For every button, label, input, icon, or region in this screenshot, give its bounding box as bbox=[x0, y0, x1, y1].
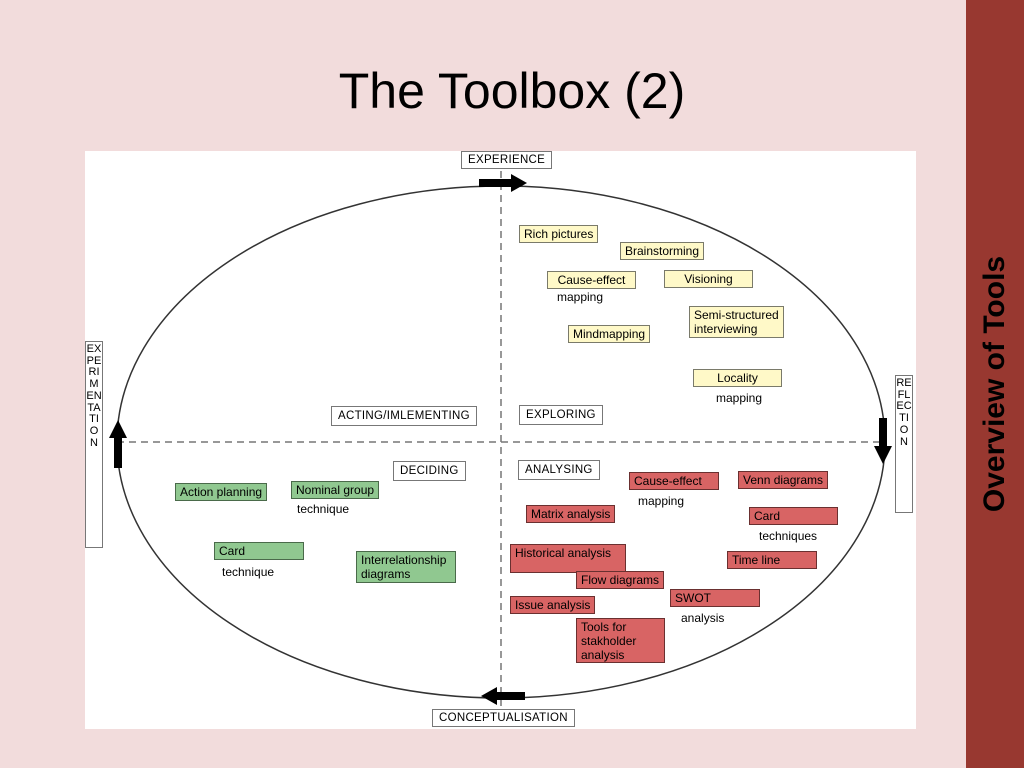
tool-historical-analysis: Historical analysis bbox=[510, 544, 626, 573]
tool-flow-diagrams: Flow diagrams bbox=[576, 571, 665, 589]
arrow-right-icon bbox=[479, 174, 527, 192]
tool-swot: SWOT bbox=[670, 589, 760, 607]
tool-locality: Locality bbox=[693, 369, 782, 387]
tool-semi-structured: Semi-structured interviewing bbox=[689, 306, 784, 338]
phase-acting-implementing: ACTING/IMLEMENTING bbox=[331, 406, 477, 426]
tool-visioning: Visioning bbox=[664, 270, 753, 288]
tool-cause-effect-analyse-sub: mapping bbox=[638, 494, 685, 508]
tool-cause-effect-explore-sub: mapping bbox=[557, 290, 604, 304]
tool-swot-sub: analysis bbox=[681, 611, 725, 625]
phase-deciding: DECIDING bbox=[393, 461, 466, 481]
axis-label-reflection: REFLECTION bbox=[895, 375, 913, 513]
tool-cause-effect-analyse: Cause-effect bbox=[629, 472, 719, 490]
tool-issue-analysis: Issue analysis bbox=[510, 596, 596, 614]
tool-cause-effect-explore: Cause-effect bbox=[547, 271, 636, 289]
learning-cycle-diagram: EXPERIENCE CONCEPTUALISATION EXPERIMENTA… bbox=[85, 151, 916, 729]
sidebar-title: Overview of Tools bbox=[978, 255, 1011, 513]
arrow-down-icon bbox=[874, 418, 892, 464]
phase-exploring: EXPLORING bbox=[519, 405, 603, 425]
tool-action-planning: Action planning bbox=[175, 483, 268, 501]
tool-matrix-analysis: Matrix analysis bbox=[526, 505, 616, 523]
slide-title: The Toolbox (2) bbox=[338, 63, 686, 119]
tool-mindmapping: Mindmapping bbox=[568, 325, 651, 343]
phase-analysing: ANALYSING bbox=[518, 460, 600, 480]
axis-label-conceptualisation: CONCEPTUALISATION bbox=[432, 709, 575, 727]
tool-card-technique-sub: technique bbox=[222, 565, 275, 579]
tool-locality-sub: mapping bbox=[716, 391, 763, 405]
arrow-up-icon bbox=[109, 420, 127, 468]
tool-nominal-group-sub: technique bbox=[297, 502, 350, 516]
cycle-graphics bbox=[109, 171, 892, 713]
arrow-left-icon bbox=[481, 687, 525, 705]
tool-time-line: Time line bbox=[727, 551, 817, 569]
tool-rich-pictures: Rich pictures bbox=[519, 225, 599, 243]
tool-venn-diagrams: Venn diagrams bbox=[738, 471, 829, 489]
tool-brainstorming: Brainstorming bbox=[620, 242, 705, 260]
tool-card-techniques-sub: techniques bbox=[759, 529, 818, 543]
axis-label-experience: EXPERIENCE bbox=[461, 151, 553, 169]
tool-nominal-group: Nominal group bbox=[291, 481, 380, 499]
tool-card-technique: Card bbox=[214, 542, 304, 560]
axis-label-experimentation: EXPERIMENTATION bbox=[85, 341, 103, 548]
tool-interrelationship: Interrelationship diagrams bbox=[356, 551, 456, 583]
tool-stakeholder-analysis: Tools for stakholder analysis bbox=[576, 618, 665, 663]
tool-card-techniques: Card bbox=[749, 507, 838, 525]
sidebar-band bbox=[966, 0, 1024, 768]
